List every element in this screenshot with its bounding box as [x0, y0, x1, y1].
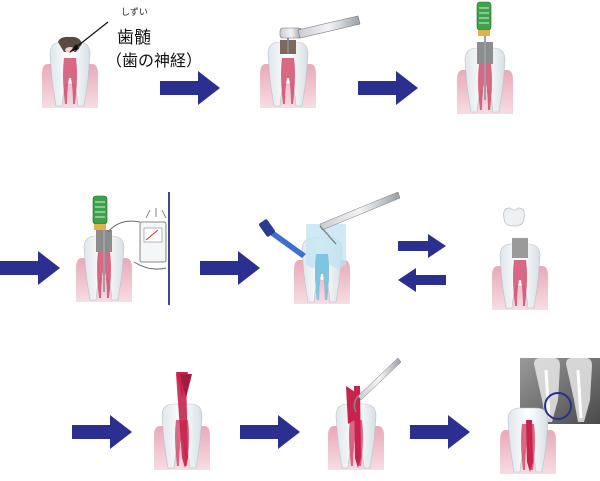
condenser-instrument: [346, 357, 402, 424]
xray-focus-circle: [544, 392, 572, 420]
step-7-filling: [153, 374, 211, 471]
endodontic-file-icon: [476, 1, 492, 36]
pulp-term: 歯髄: [117, 28, 151, 48]
pulp-note: （歯の神経）: [106, 51, 202, 70]
pulp-ruby: しずい: [121, 7, 148, 18]
step-8-condensing: [327, 386, 385, 471]
arrow-4: [200, 251, 260, 285]
arrow-2: [358, 71, 418, 105]
step-5-irrigation: [293, 224, 351, 305]
temporary-crown-icon: [503, 207, 525, 227]
arrow-3: [0, 251, 60, 285]
gutta-percha-points: [176, 372, 192, 398]
step-6-crown-prep: [491, 238, 549, 311]
apex-locator-device: [107, 192, 170, 305]
pulp-pointer-tip: [70, 44, 79, 52]
irrigation-syringe: [259, 191, 401, 258]
arrow-6: [240, 415, 300, 449]
arrow-7: [410, 415, 470, 449]
double-arrow-back: [398, 268, 446, 292]
step-9-xray-check: [499, 358, 600, 475]
double-arrow-forward: [398, 234, 446, 258]
arrow-1: [160, 71, 220, 105]
apex-locator-file-icon: [92, 195, 108, 230]
handpiece-drill: [279, 15, 361, 39]
arrow-5: [72, 415, 132, 449]
step-4-length-measurement: [75, 218, 133, 303]
step-1-decayed-tooth: [41, 36, 99, 109]
step-2-drilling: [259, 28, 317, 109]
step-3-file: [456, 34, 514, 115]
